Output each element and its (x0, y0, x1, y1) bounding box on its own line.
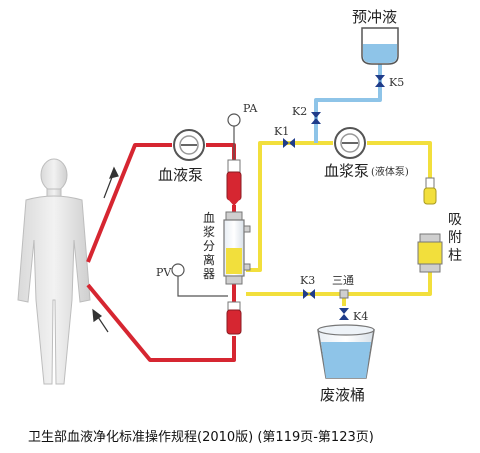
label-pa: PA (243, 102, 258, 115)
valve-k2 (311, 112, 321, 124)
adsorption-char: 附 (448, 230, 462, 246)
waste-bucket (317, 324, 375, 379)
label-k1: K1 (274, 125, 289, 138)
venous-drip-chamber (226, 301, 242, 335)
three-way-connector (339, 289, 349, 299)
separator-char: 血 (203, 211, 215, 225)
valve-k4 (339, 308, 349, 320)
pa-pressure-gauge (227, 113, 241, 160)
plasma-separator (223, 211, 251, 285)
label-waste: 废液桶 (320, 386, 365, 404)
label-adsorption: 吸 附 柱 (448, 212, 462, 264)
valve-k5 (375, 75, 385, 87)
label-k2: K2 (292, 105, 307, 118)
pv-pressure-gauge (171, 263, 228, 297)
label-k5: K5 (389, 76, 404, 89)
blood-pump (173, 129, 205, 161)
patient-figure (17, 158, 91, 385)
plasma-pump (334, 127, 366, 159)
flow-arrows (92, 166, 119, 333)
separator-char: 器 (203, 267, 215, 281)
arterial-drip-chamber (226, 159, 242, 206)
separator-char: 分 (203, 239, 215, 253)
valve-k3 (303, 289, 315, 299)
label-prefill: 预冲液 (352, 8, 397, 26)
adsorption-char: 吸 (448, 212, 462, 228)
valve-k1 (283, 138, 295, 148)
label-pv: PV (156, 266, 172, 279)
label-three-way: 三通 (332, 274, 354, 287)
adsorption-char: 柱 (448, 248, 462, 264)
separator-char: 浆 (203, 224, 215, 239)
separator-char: 离 (203, 252, 215, 267)
adsorption-column (417, 177, 443, 273)
label-k3: K3 (300, 274, 315, 287)
label-k4: K4 (353, 310, 368, 323)
label-separator: 血 浆 分 离 器 (203, 211, 215, 281)
label-plasma-pump: 血浆泵 (324, 162, 369, 180)
label-plasma-pump-note: (液体泵) (371, 165, 409, 178)
prefill-bag (361, 27, 399, 65)
label-blood-pump: 血液泵 (158, 166, 203, 184)
figure-caption: 卫生部血液净化标准操作规程(2010版) (第119页-第123页) (28, 430, 374, 445)
